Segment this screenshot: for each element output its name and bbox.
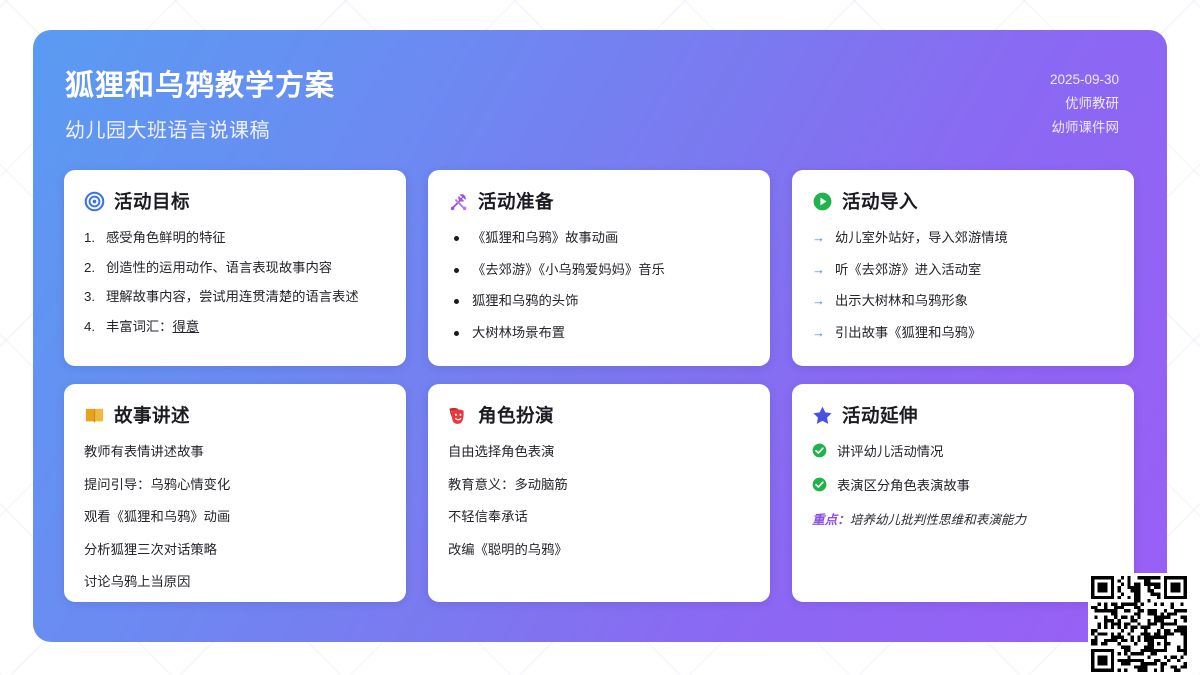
item-number: 2. (84, 259, 96, 275)
item-text: 丰富词汇： (106, 318, 173, 334)
list-item: → 出示大树林和乌鸦形象 (812, 291, 1114, 312)
card-header: 活动延伸 (812, 402, 1114, 428)
arrow-icon: → (812, 324, 825, 340)
qr-code-image (1091, 576, 1187, 672)
page-subtitle: 幼儿园大班语言说课稿 (65, 120, 270, 143)
list-item: → 引出故事《狐狸和乌鸦》 (812, 323, 1114, 344)
preparation-list: 《狐狸和乌鸦》故事动画 《去郊游》《小乌鸦爱妈妈》音乐 狐狸和乌鸦的头饰 大树林… (448, 228, 750, 343)
item-text: 幼儿室外站好，导入郊游情境 (835, 230, 1008, 245)
item-text: 感受角色鲜明的特征 (106, 230, 226, 245)
header-org: 优师教研 (1065, 96, 1119, 112)
item-text: 听《去郊游》进入活动室 (835, 261, 982, 277)
list-item: 大树林场景布置 (448, 323, 750, 344)
card-introduction: 活动导入 → 幼儿室外站好，导入郊游情境 → 听《去郊游》进入活动室 → 出示大树林和… (792, 170, 1134, 366)
list-item: 3. 理解故事内容，尝试用连贯清楚的语言表述 (84, 287, 386, 308)
qr-code[interactable] (1088, 573, 1190, 675)
header-meta: 2025-09-30 优师教研 幼师课件网 (1050, 68, 1119, 140)
slide-header: 狐狸和乌鸦教学方案 幼儿园大班语言说课稿 2025-09-30 优师教研 幼师课… (33, 30, 1167, 170)
list-item: 教育意义：多动脑筋 (448, 476, 568, 492)
list-item: 观看《狐狸和乌鸦》动画 (84, 509, 231, 525)
list-item: 《去郊游》《小乌鸦爱妈妈》音乐 (448, 260, 750, 281)
card-header: 活动导入 (812, 188, 1114, 214)
roleplay-list: 自由选择角色表演 教育意义：多动脑筋 不轻信奉承话 改编《聪明的乌鸦》 (448, 442, 750, 560)
list-item: 2. 创造性的运用动作、语言表现故事内容 (84, 258, 386, 279)
header-title-group: 狐狸和乌鸦教学方案 幼儿园大班语言说课稿 (65, 68, 335, 143)
list-item: 讲评幼儿活动情况 (812, 442, 1114, 463)
item-number: 1. (84, 230, 96, 245)
card-header: 活动准备 (448, 188, 750, 214)
item-text: 理解故事内容，尝试用连贯清楚的语言表述 (106, 289, 359, 305)
objectives-list: 1. 感受角色鲜明的特征 2. 创造性的运用动作、语言表现故事内容 3. 理解故事内容… (84, 228, 386, 337)
play-circle-icon (813, 192, 832, 210)
card-grid: 活动目标 1. 感受角色鲜明的特征 2. 创造性的运用动作、语言表现故事内容 3. 理… (64, 170, 1136, 602)
list-item: 《狐狸和乌鸦》故事动画 (448, 228, 750, 249)
list-item: 1. 感受角色鲜明的特征 (84, 228, 386, 249)
list-item: 讨论乌鸦上当原因 (84, 574, 191, 590)
list-item: → 听《去郊游》进入活动室 (812, 260, 1114, 281)
list-item: 提问引导：乌鸦心情变化 (84, 476, 231, 492)
item-text: 讲评幼儿活动情况 (837, 444, 944, 459)
card-preparation: 活动准备 《狐狸和乌鸦》故事动画 《去郊游》《小乌鸦爱妈妈》音乐 狐狸和乌鸦的头… (428, 170, 770, 366)
item-text: 表演区分角色表演故事 (837, 477, 970, 493)
open-book-icon (85, 408, 104, 422)
theater-masks-icon (449, 407, 464, 424)
card-title: 活动延伸 (842, 405, 919, 426)
check-circle-icon (812, 443, 827, 458)
item-text: 引出故事《狐狸和乌鸦》 (835, 324, 982, 340)
card-roleplay: 角色扮演 自由选择角色表演 教育意义：多动脑筋 不轻信奉承话 改编《聪明的乌鸦》 (428, 384, 770, 602)
card-storytelling: 故事讲述 教师有表情讲述故事 提问引导：乌鸦心情变化 观看《狐狸和乌鸦》动画 分… (64, 384, 406, 602)
keynote-line: 重点：培养幼儿批判性思维和表演能力 (812, 509, 1114, 528)
arrow-icon: → (812, 293, 825, 309)
arrow-icon: → (812, 230, 825, 245)
keynote-label: 重点： (812, 513, 850, 528)
list-item: 分析狐狸三次对话策略 (84, 541, 217, 557)
extension-list: 讲评幼儿活动情况 表演区分角色表演故事 (812, 442, 1114, 496)
list-item: 表演区分角色表演故事 (812, 476, 1114, 497)
star-icon (813, 406, 832, 424)
card-extension: 活动延伸 讲评幼儿活动情况 表演区分角色表演故事 (792, 384, 1134, 602)
target-icon (84, 191, 105, 211)
card-header: 活动目标 (84, 188, 386, 214)
item-text: 出示大树林和乌鸦形象 (835, 293, 968, 309)
list-item: 教师有表情讲述故事 (84, 444, 204, 459)
check-circle-icon (812, 477, 827, 491)
header-site: 幼师课件网 (1051, 120, 1120, 136)
card-title: 活动导入 (842, 191, 919, 212)
item-emphasis: 得意 (172, 318, 200, 334)
list-item: 改编《聪明的乌鸦》 (448, 541, 568, 557)
item-number: 3. (84, 289, 96, 305)
list-item: 不轻信奉承话 (448, 509, 528, 525)
item-text: 创造性的运用动作、语言表现故事内容 (106, 259, 333, 275)
list-item: 4. 丰富词汇：得意 (84, 317, 386, 338)
list-item: 自由选择角色表演 (448, 444, 555, 459)
storytelling-list: 教师有表情讲述故事 提问引导：乌鸦心情变化 观看《狐狸和乌鸦》动画 分析狐狸三次… (84, 442, 386, 593)
list-item: 狐狸和乌鸦的头饰 (448, 291, 750, 312)
list-item: → 幼儿室外站好，导入郊游情境 (812, 228, 1114, 249)
introduction-list: →幼儿室外站好，导入郊游情境 →听《去郊游》进入活动室 →出示大树林和乌鸦形象 … (812, 228, 1114, 343)
card-title: 角色扮演 (478, 405, 555, 426)
card-header: 角色扮演 (448, 402, 750, 428)
header-date: 2025-09-30 (1049, 72, 1119, 87)
page-title: 狐狸和乌鸦教学方案 (65, 70, 336, 102)
card-title: 活动目标 (114, 191, 191, 212)
card-objectives: 活动目标 1. 感受角色鲜明的特征 2. 创造性的运用动作、语言表现故事内容 3. 理… (64, 170, 406, 366)
keynote-text: 培养幼儿批判性思维和表演能力 (849, 513, 1027, 528)
card-title: 故事讲述 (114, 405, 191, 426)
arrow-icon: → (812, 261, 825, 277)
card-header: 故事讲述 (84, 402, 386, 428)
card-title: 活动准备 (478, 191, 555, 212)
slide-canvas: 狐狸和乌鸦教学方案 幼儿园大班语言说课稿 2025-09-30 优师教研 幼师课… (33, 30, 1167, 642)
tools-icon (450, 193, 467, 210)
item-number: 4. (84, 318, 96, 334)
